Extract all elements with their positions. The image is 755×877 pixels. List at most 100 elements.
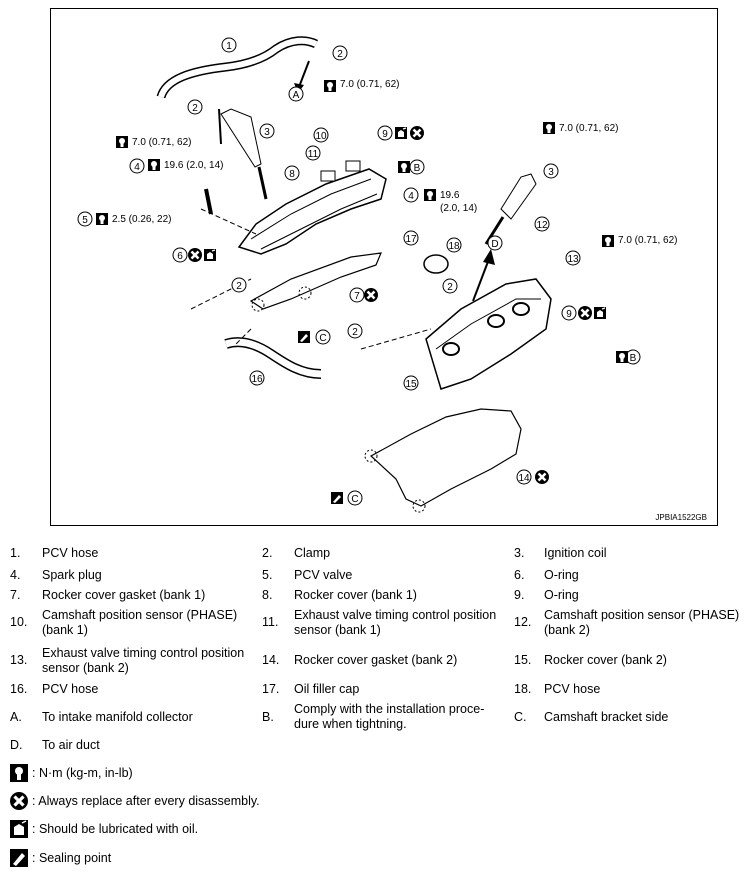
svg-text:4: 4 <box>408 191 414 202</box>
callout-10: 10 <box>313 127 329 143</box>
part-name: PCV hose <box>544 682 601 696</box>
torque-label-1: 7.0 (0.71, 62) <box>340 79 400 90</box>
part-number: 8. <box>262 588 273 602</box>
always-replace-icon <box>10 792 28 810</box>
oil-filler-cap <box>423 254 449 274</box>
callout-2e: 2 <box>442 278 458 294</box>
torque-wrench-icon <box>10 764 28 782</box>
part-number: D. <box>10 738 23 752</box>
callout-C: C <box>315 329 331 345</box>
callout-9b: 9 <box>561 305 577 321</box>
callout-3: 3 <box>259 123 275 139</box>
svg-text:C: C <box>319 333 326 344</box>
svg-text:1: 1 <box>226 41 232 52</box>
part-number: 16. <box>10 682 28 696</box>
part-name: Comply with the installation proce- dure… <box>294 702 485 731</box>
torque-label-4: 2.5 (0.26, 22) <box>112 214 172 225</box>
part-name: Rocker cover (bank 2) <box>544 653 667 667</box>
oil-can-icon <box>10 820 28 838</box>
part-number: 5. <box>262 568 273 582</box>
svg-text:10: 10 <box>315 131 327 142</box>
svg-text:2: 2 <box>352 327 358 338</box>
callout-2d: 2 <box>347 323 363 339</box>
rocker-cover-bank-2 <box>425 278 552 390</box>
callout-2b: 2 <box>187 99 203 115</box>
part-name: Camshaft position sensor (PHASE) (bank 1… <box>42 608 238 637</box>
torque-label-7: (2.0, 14) <box>440 203 478 214</box>
callout-B2: B <box>625 349 641 365</box>
part-number: 15. <box>514 653 532 667</box>
callout-14: 14 <box>516 469 532 485</box>
callout-5: 5 <box>77 211 93 227</box>
callout-18: 18 <box>446 237 462 253</box>
part-name: O-ring <box>544 588 579 602</box>
part-number: 18. <box>514 682 532 696</box>
svg-text:16: 16 <box>251 374 263 385</box>
svg-text:2: 2 <box>447 282 453 293</box>
callout-15: 15 <box>403 375 419 391</box>
svg-text:2: 2 <box>236 281 242 292</box>
svg-text:7: 7 <box>354 291 360 302</box>
callout-7: 7 <box>349 287 365 303</box>
part-number: 4. <box>10 568 21 582</box>
svg-text:13: 13 <box>567 254 579 265</box>
part-number: B. <box>262 710 274 724</box>
svg-text:17: 17 <box>405 234 417 245</box>
part-name: Clamp <box>294 546 331 560</box>
part-name: Oil filler cap <box>294 682 360 696</box>
part-number: C. <box>514 710 527 724</box>
callout-9: 9 <box>377 125 393 141</box>
diagram-drawing: 1 2 A 2 3 10 9 11 4 8 5 6 2 7 C 2 16 3 4… <box>77 36 641 513</box>
part-name: Rocker cover gasket (bank 2) <box>294 653 458 667</box>
svg-text:18: 18 <box>448 241 460 252</box>
part-name: PCV hose <box>42 546 99 560</box>
svg-text:11: 11 <box>308 149 319 160</box>
part-number: 1. <box>10 546 21 560</box>
sealing-point-icon <box>10 849 28 867</box>
part-name: Camshaft position sensor (PHASE) (bank 2… <box>544 608 740 637</box>
part-number: 11. <box>262 615 279 629</box>
callout-8: 8 <box>284 165 300 181</box>
part-number: A. <box>10 710 22 724</box>
torque-label-5: 7.0 (0.71, 62) <box>559 123 619 134</box>
svg-text:A: A <box>293 90 300 101</box>
svg-text:C: C <box>351 494 358 505</box>
svg-text:6: 6 <box>177 251 183 262</box>
torque-label-3: 19.6 (2.0, 14) <box>164 160 224 171</box>
part-name: Camshaft bracket side <box>544 710 669 724</box>
part-number: 7. <box>10 588 21 602</box>
callout-4: 4 <box>129 158 145 174</box>
part-number: 2. <box>262 546 273 560</box>
callout-17: 17 <box>403 230 419 246</box>
svg-text:5: 5 <box>82 215 88 226</box>
callout-6: 6 <box>172 247 188 263</box>
part-name: Exhaust valve timing control position se… <box>42 646 245 675</box>
rocker-cover-gasket-bank-1 <box>249 252 382 310</box>
legend-text: : Always replace after every disassembly… <box>32 794 260 808</box>
part-name: To intake manifold collector <box>42 710 193 724</box>
svg-text:2: 2 <box>192 103 198 114</box>
callout-A: A <box>288 86 304 102</box>
part-number: 3. <box>514 546 525 560</box>
callout-16: 16 <box>249 370 265 386</box>
part-name: Rocker cover gasket (bank 1) <box>42 588 206 602</box>
callout-2c: 2 <box>231 277 247 293</box>
legend-text: : Should be lubricated with oil. <box>32 822 199 836</box>
svg-text:3: 3 <box>264 127 270 138</box>
torque-label-8: 7.0 (0.71, 62) <box>618 235 678 246</box>
part-number: 10. <box>10 615 28 629</box>
svg-text:D: D <box>491 239 498 250</box>
svg-text:2: 2 <box>337 49 343 60</box>
part-number: 17. <box>262 682 280 696</box>
callout-12: 12 <box>534 216 550 232</box>
callout-2: 2 <box>332 45 348 61</box>
figure-id: JPBIA1522GB <box>655 513 707 522</box>
part-number: 9. <box>514 588 525 602</box>
part-number: 13. <box>10 653 28 667</box>
part-name: Rocker cover (bank 1) <box>294 588 417 602</box>
svg-text:4: 4 <box>134 162 140 173</box>
svg-text:8: 8 <box>289 169 295 180</box>
svg-text:9: 9 <box>566 309 572 320</box>
part-number: 6. <box>514 568 525 582</box>
torque-label-6: 19.6 <box>440 190 460 201</box>
